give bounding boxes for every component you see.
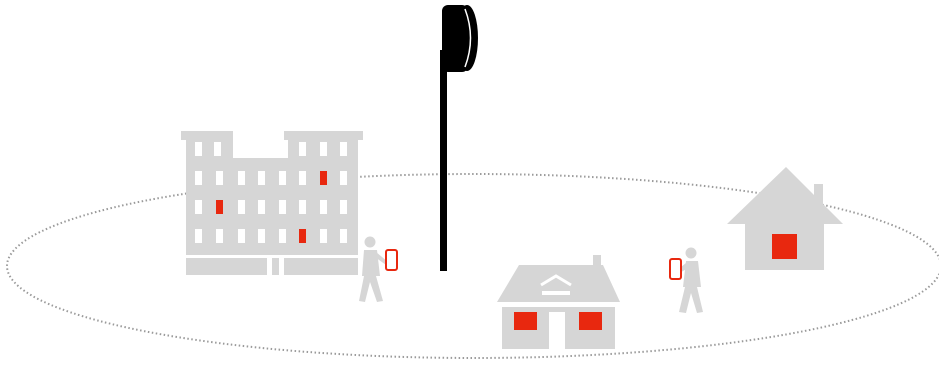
house-icon [727, 167, 843, 270]
house-router-icon [497, 255, 620, 349]
antenna-icon [440, 5, 478, 271]
person-with-phone-icon [359, 237, 397, 303]
phone-icon [670, 259, 681, 279]
apartment-building-icon [181, 131, 363, 275]
person-with-phone-icon [670, 248, 703, 314]
phone-icon [386, 250, 397, 270]
